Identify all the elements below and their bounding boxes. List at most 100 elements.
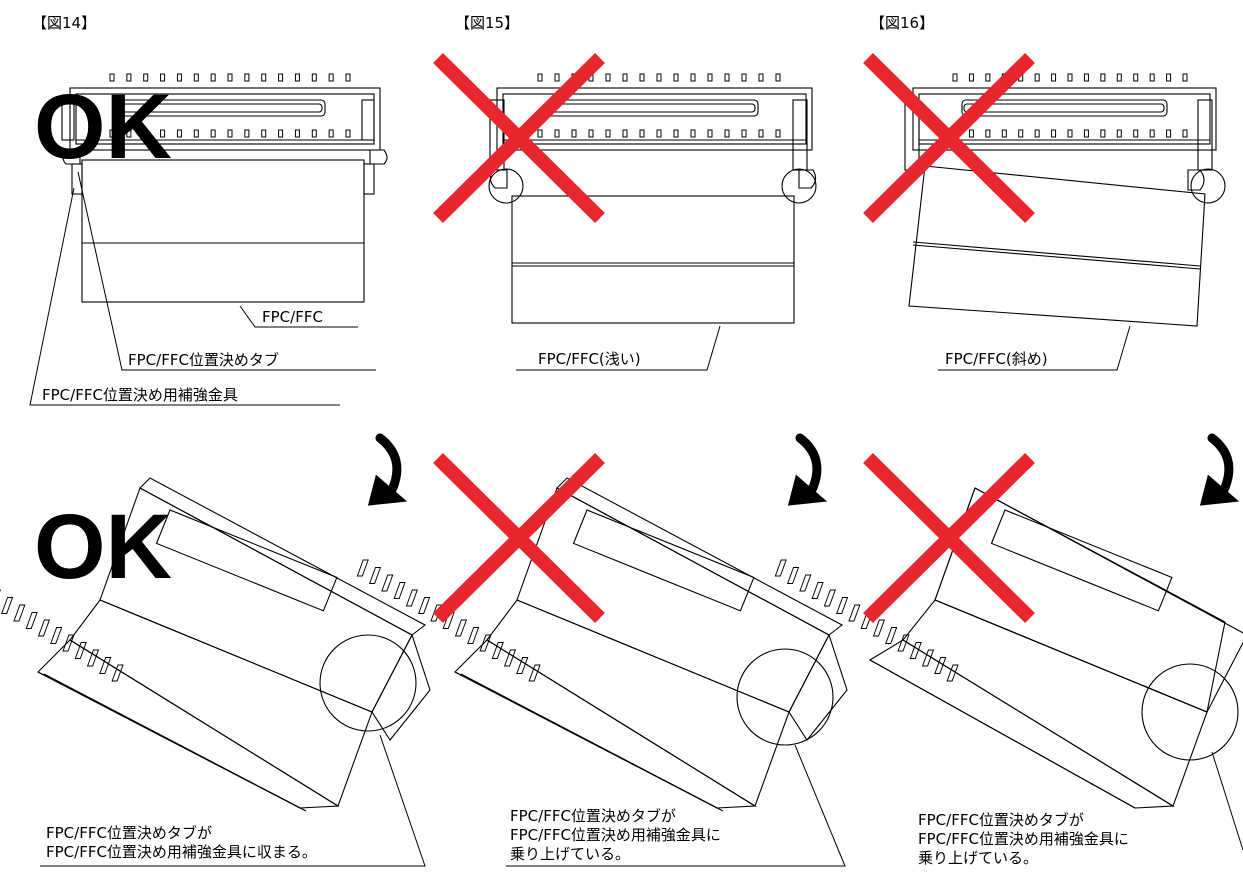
terminal-pin <box>897 634 910 652</box>
terminal-pin <box>528 664 541 682</box>
terminal-pin <box>294 129 300 138</box>
terminal-pin <box>244 73 250 82</box>
terminal-pin <box>1166 129 1172 138</box>
terminal-pin <box>160 73 166 82</box>
terminal-pin <box>934 657 947 674</box>
callout-line: FPC/FFC位置決めタブが <box>46 824 212 842</box>
terminal-pin <box>639 73 645 82</box>
terminal-pin <box>673 73 679 82</box>
terminal-pin <box>294 73 300 82</box>
detail-circle-icon <box>319 634 417 732</box>
terminal-pin <box>656 73 662 82</box>
terminal-pin <box>985 73 991 82</box>
terminal-pin <box>328 129 334 138</box>
terminal-pin <box>741 129 747 138</box>
terminal-pin <box>160 129 166 138</box>
terminal-pin <box>537 129 543 138</box>
terminal-pin <box>261 129 267 138</box>
terminal-pin <box>799 574 812 592</box>
terminal-pin <box>418 597 431 614</box>
terminal-pin <box>1166 73 1172 82</box>
terminal-pin <box>227 129 233 138</box>
terminal-pin <box>193 129 199 138</box>
terminal-pin <box>210 129 216 138</box>
terminal-pin <box>1051 129 1057 138</box>
callout-line: FPC/FFC位置決めタブが <box>918 811 1084 829</box>
terminal-pin <box>1034 73 1040 82</box>
terminal-pin <box>311 73 317 82</box>
terminal-pin <box>1051 73 1057 82</box>
terminal-pin <box>503 649 517 667</box>
terminal-pin <box>968 129 974 138</box>
terminal-pin <box>571 129 577 138</box>
detail-circle-icon <box>781 168 817 204</box>
label-fpc-ffc: FPC/FFC <box>262 308 323 326</box>
terminal-pin <box>1133 129 1139 138</box>
terminal-pin <box>467 627 480 644</box>
terminal-pin <box>62 634 75 652</box>
terminal-pin <box>786 567 800 584</box>
terminal-pin <box>405 589 418 607</box>
callout-line: FPC/FFC位置決めタブが <box>510 807 676 825</box>
terminal-pin <box>244 129 250 138</box>
terminal-pin <box>1083 129 1089 138</box>
cross-mark-icon <box>433 453 605 623</box>
terminal-pin <box>836 597 849 614</box>
terminal-pin <box>109 129 115 138</box>
terminal-pin <box>25 612 38 629</box>
terminal-pin <box>985 129 991 138</box>
terminal-pin <box>176 73 182 82</box>
terminal-pin <box>99 657 112 674</box>
terminal-pin <box>1018 129 1024 138</box>
terminal-pin <box>193 73 199 82</box>
terminal-pin <box>1034 129 1040 138</box>
terminal-pin <box>1182 129 1188 138</box>
terminal-pin <box>126 129 132 138</box>
terminal-pin <box>622 129 628 138</box>
curved-arrow-icon <box>1199 433 1240 506</box>
terminal-pin <box>328 73 334 82</box>
terminal-pin <box>968 73 974 82</box>
terminal-pin <box>227 73 233 82</box>
terminal-pin <box>176 129 182 138</box>
terminal-pin <box>823 589 836 607</box>
fpc-sheet <box>511 195 795 324</box>
terminal-pin <box>909 642 922 659</box>
label-fpc-shallow: FPC/FFC(浅い) <box>538 350 641 368</box>
terminal-pin <box>356 559 369 577</box>
terminal-pin <box>811 582 824 599</box>
figure-15-title: 【図15】 <box>455 14 519 32</box>
terminal-pin <box>1116 129 1122 138</box>
terminal-pin <box>393 582 406 599</box>
cross-mark-icon <box>433 53 605 223</box>
connector-perspective-view <box>454 477 848 812</box>
label-fpc-skewed: FPC/FFC(斜め) <box>945 350 1048 368</box>
ok-mark: OK <box>34 496 172 598</box>
callout-line: 乗り上げている。 <box>510 845 630 863</box>
callout-line: FPC/FFC位置決め用補強金具に <box>918 830 1129 848</box>
terminal-pin <box>588 129 594 138</box>
terminal-pin <box>368 567 382 584</box>
terminal-pin <box>50 627 63 644</box>
cross-mark-icon <box>863 453 1035 623</box>
terminal-pin <box>143 129 149 138</box>
terminal-pin <box>639 129 645 138</box>
terminal-pin <box>952 73 958 82</box>
terminal-pin <box>775 129 781 138</box>
terminal-pin <box>1083 73 1089 82</box>
terminal-pin <box>86 649 100 667</box>
terminal-pin <box>724 73 730 82</box>
connector-plan-view <box>489 87 817 189</box>
terminal-pin <box>109 73 115 82</box>
terminal-pin <box>454 619 468 637</box>
terminal-pin <box>37 619 51 637</box>
terminal-pin <box>1100 73 1106 82</box>
curved-arrow-icon <box>787 433 828 506</box>
terminal-pin <box>345 129 351 138</box>
terminal-pin <box>554 129 560 138</box>
terminal-pin <box>345 73 351 82</box>
detail-circle-icon <box>1190 168 1226 204</box>
terminal-pin <box>381 574 394 592</box>
label-reinforcement-bracket: FPC/FFC位置決め用補強金具 <box>42 386 238 404</box>
